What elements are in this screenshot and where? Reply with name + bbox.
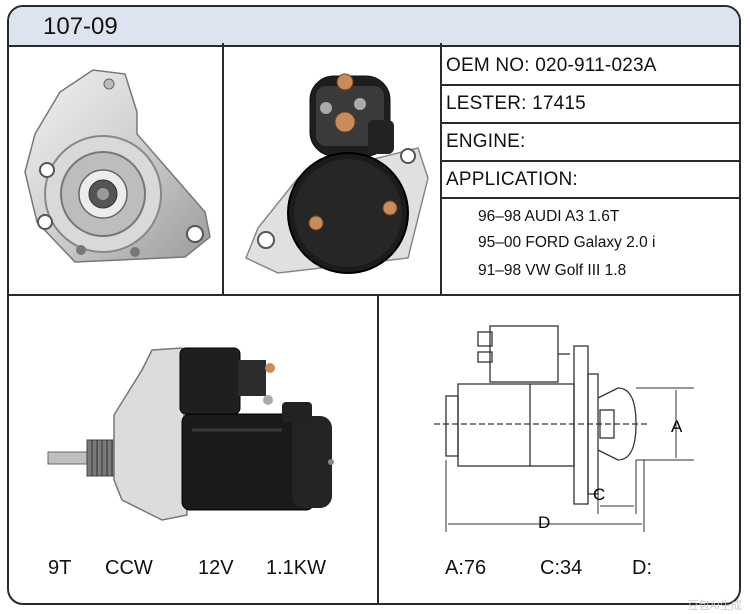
rotation-direction: CCW [105, 557, 153, 579]
product-card: 107-09 [7, 5, 741, 605]
part-number-title: 107-09 [43, 13, 118, 40]
divider-v3 [377, 295, 379, 603]
divider-spec1 [441, 84, 739, 86]
starter-front-view-image [24, 69, 211, 263]
divider-h-mid [9, 294, 739, 296]
application-item: 96–98 AUDI A3 1.6T [478, 208, 620, 225]
divider-v1 [222, 43, 224, 295]
dim-label-c: C [593, 485, 605, 504]
application-item: 91–98 VW Golf III 1.8 [478, 262, 627, 279]
dim-label-a: A [671, 417, 683, 436]
starter-side-view-image [47, 347, 334, 521]
divider-spec4 [441, 197, 739, 199]
watermark-text: 豆包AI生成 [687, 600, 742, 612]
starter-rear-view-image [245, 73, 429, 274]
divider-spec2 [441, 122, 739, 124]
dimension-d-value: D: [632, 557, 652, 579]
engine-label: ENGINE: [446, 131, 526, 152]
dimension-drawing: A C D [434, 325, 694, 532]
power-rating: 1.1KW [266, 557, 327, 579]
dim-label-d: D [538, 513, 550, 532]
teeth-count: 9T [48, 557, 72, 579]
divider-v2 [440, 43, 442, 295]
divider-spec3 [441, 160, 739, 162]
lester-number: LESTER: 17415 [446, 93, 586, 114]
application-item: 95–00 FORD Galaxy 2.0 i [478, 234, 656, 251]
dimension-a-value: A:76 [445, 557, 487, 579]
dimension-c-value: C:34 [540, 557, 583, 579]
voltage: 12V [198, 557, 234, 579]
title-bar: 107-09 [9, 7, 739, 47]
oem-number: OEM NO: 020-911-023A [446, 55, 657, 76]
application-label: APPLICATION: [446, 169, 578, 190]
